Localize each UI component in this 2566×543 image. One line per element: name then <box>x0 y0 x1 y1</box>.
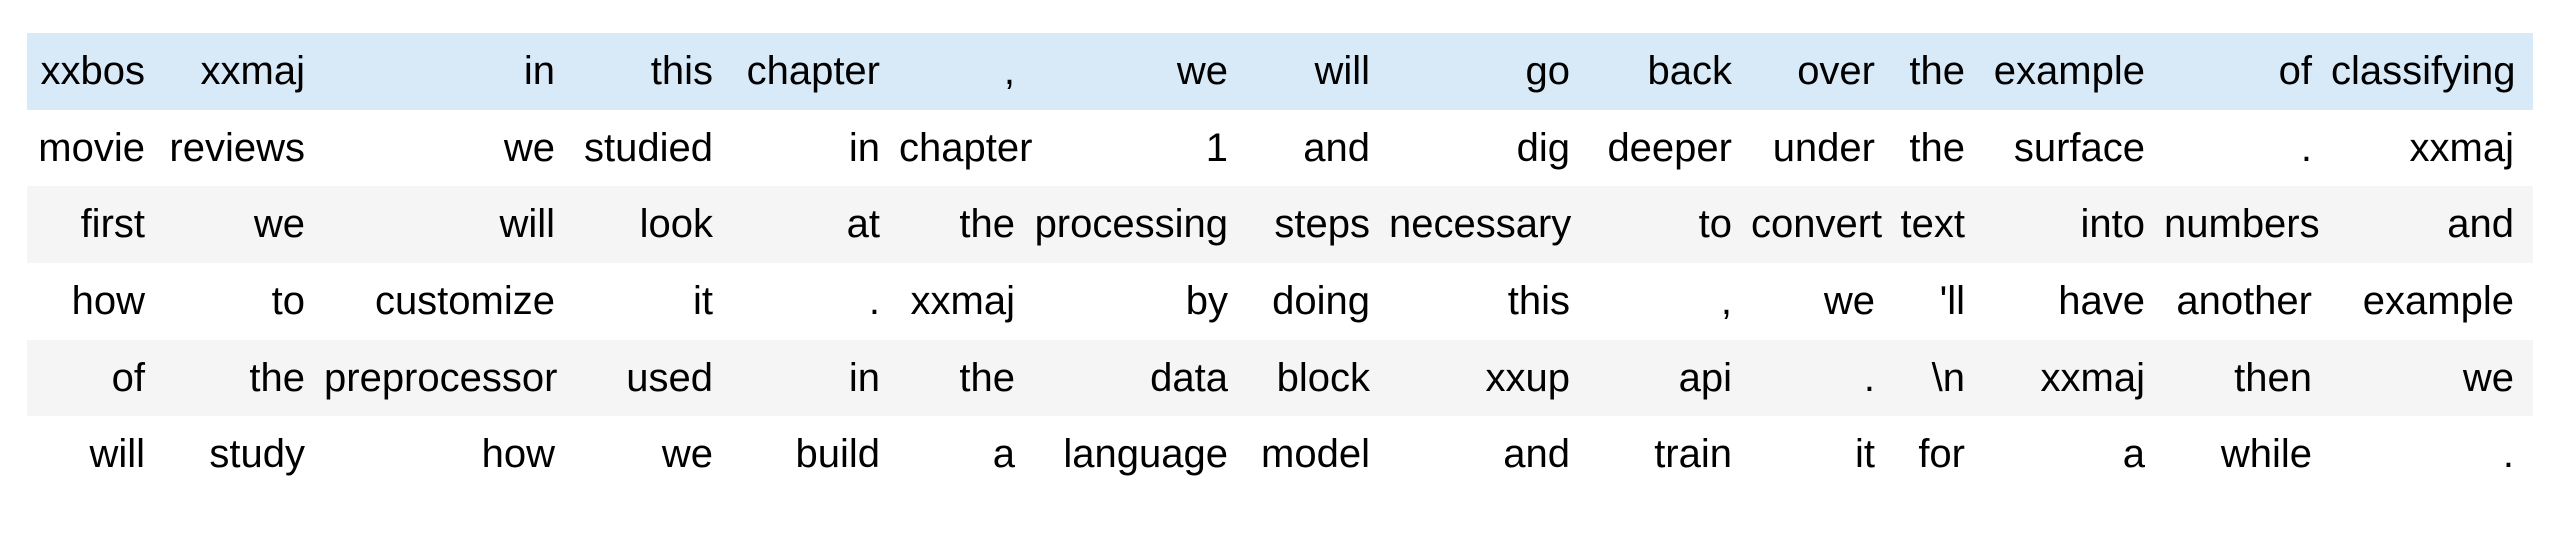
token-cell: it <box>1855 432 1875 477</box>
token-cell: . <box>2300 125 2312 170</box>
token-cell: chapter <box>899 125 1033 170</box>
token-cell: to <box>271 278 305 323</box>
token-cell: customize <box>374 278 555 323</box>
token-cell: classifying <box>2331 49 2516 93</box>
table-row-highlighted: xxbos xxmaj in this chapter, we will go back over… <box>27 33 2533 110</box>
token-cell: xxbos <box>40 49 146 93</box>
token-cell: it <box>693 278 713 323</box>
token-cell: we <box>1176 49 1228 93</box>
token-cell: language <box>1063 432 1228 477</box>
token-cell: while <box>2220 432 2312 477</box>
token-cell: xxmaj <box>2040 355 2145 400</box>
token-cell: we <box>1823 278 1875 323</box>
token-cell: the <box>1909 49 1965 93</box>
token-cell: example <box>1993 49 2145 93</box>
token-cell: xxmaj <box>910 278 1015 323</box>
token-cell: processing <box>1034 202 1228 247</box>
token-cell: we <box>661 432 713 477</box>
token-cell: deeper <box>1607 125 1732 170</box>
token-cell: studied <box>584 125 713 170</box>
token-cell: preprocessor <box>324 355 558 400</box>
token-cell: . <box>868 278 880 323</box>
token-cell: look <box>639 202 713 247</box>
token-cell: the <box>959 202 1015 247</box>
table-row: of the preprocessor used in the data block xxup a… <box>27 339 2533 417</box>
token-cell: surface <box>2013 125 2145 170</box>
token-cell: text <box>1900 202 1965 247</box>
token-cell: 'll <box>1939 278 1965 323</box>
token-cell: to <box>1698 202 1732 247</box>
token-cell: how <box>71 278 145 323</box>
token-cell: the <box>249 355 305 400</box>
token-cell: the <box>1909 125 1965 170</box>
token-cell: for <box>1918 432 1965 477</box>
token-cell: back <box>1647 49 1733 93</box>
token-cell: xxup <box>1485 355 1571 400</box>
token-cell: model <box>1261 432 1370 477</box>
token-cell: \n <box>1931 355 1965 400</box>
token-cell: in <box>523 49 555 93</box>
token-cell: in <box>848 355 880 400</box>
token-cell: the <box>959 355 1015 400</box>
token-cell: chapter <box>746 49 880 93</box>
token-cell: of <box>111 355 145 400</box>
token-cell: used <box>626 355 713 400</box>
token-cell: data <box>1150 355 1228 400</box>
token-cell: go <box>1525 49 1571 93</box>
token-cell: . <box>1863 355 1875 400</box>
token-cell: convert <box>1751 202 1883 247</box>
token-cell: will <box>89 432 145 477</box>
token-cell: example <box>2362 278 2514 323</box>
token-cell: a <box>992 432 1015 477</box>
token-cell: by <box>1185 278 1228 323</box>
token-cell: , <box>1720 278 1732 323</box>
token-cell: and <box>2447 202 2514 247</box>
token-cell: under <box>1772 125 1875 170</box>
token-cell: into <box>2080 202 2146 247</box>
token-cell: necessary <box>1389 202 1572 247</box>
table-row: will study how we build a language model and trai… <box>27 416 2533 493</box>
token-cell: xxmaj <box>200 49 305 93</box>
token-cell: and <box>1303 125 1370 170</box>
token-cell: first <box>80 202 145 247</box>
token-cell: dig <box>1516 125 1570 170</box>
token-cell: this <box>1507 278 1570 323</box>
token-cell: and <box>1503 432 1570 477</box>
token-cell: then <box>2234 355 2312 400</box>
token-cell: , <box>1003 49 1015 93</box>
token-cell: over <box>1797 49 1875 93</box>
token-cell: we <box>2462 355 2514 400</box>
token-cell: block <box>1276 355 1370 400</box>
token-cell: build <box>795 432 880 477</box>
token-cell: will <box>499 202 555 247</box>
token-cell: a <box>2122 432 2145 477</box>
token-cell: we <box>253 202 305 247</box>
token-cell: numbers <box>2164 202 2320 247</box>
token-cell: this <box>650 49 713 93</box>
token-cell: we <box>503 125 555 170</box>
token-cell: 1 <box>1205 125 1228 170</box>
token-cell: train <box>1654 432 1732 477</box>
token-cell: . <box>2502 432 2514 477</box>
token-cell: how <box>481 432 555 477</box>
token-cell: another <box>2176 278 2312 323</box>
token-cell: at <box>846 202 880 247</box>
token-cell: will <box>1314 49 1370 93</box>
token-cell: of <box>2278 49 2312 93</box>
token-cell: movie <box>38 125 145 170</box>
token-cell: have <box>2058 278 2145 323</box>
token-cell: study <box>209 432 305 477</box>
token-cell: api <box>1678 355 1732 400</box>
token-cell: steps <box>1274 202 1370 247</box>
token-cell: doing <box>1272 278 1370 323</box>
token-cell: in <box>848 125 880 170</box>
table-row: first we will look at the processing steps neces… <box>27 186 2533 263</box>
token-cell: xxmaj <box>2409 125 2514 170</box>
token-cell: reviews <box>169 125 305 170</box>
